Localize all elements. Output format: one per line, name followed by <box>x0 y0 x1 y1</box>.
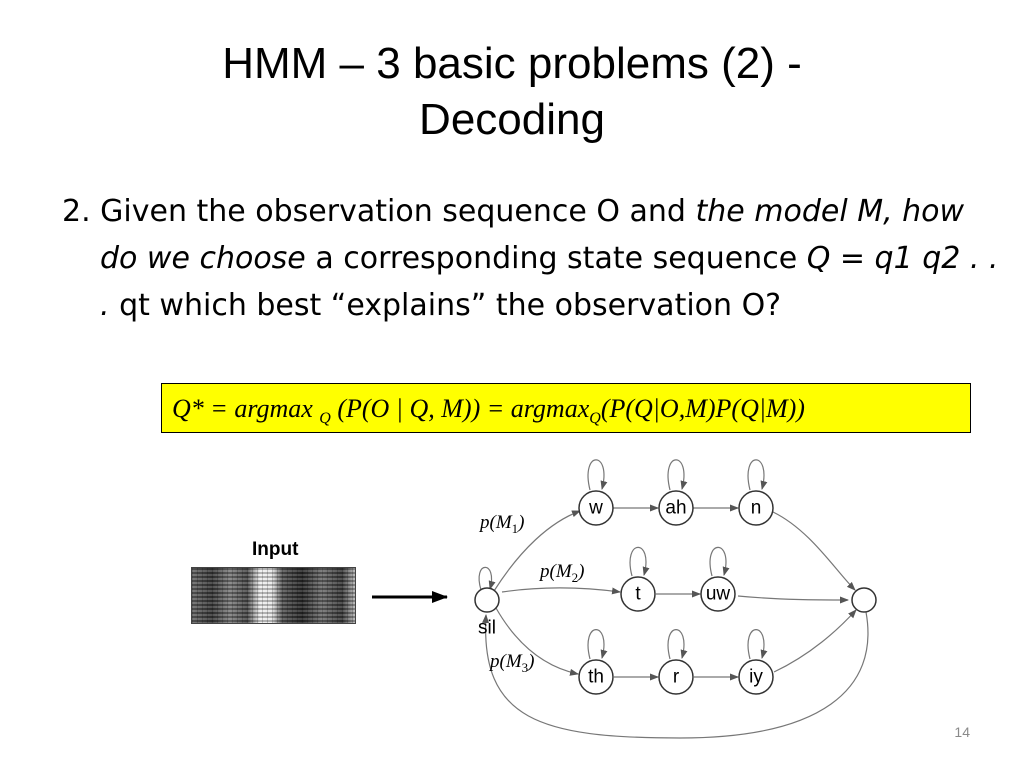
selfloop-ah <box>667 459 688 491</box>
state-ah <box>658 490 694 526</box>
formula-box: Q* = argmax Q (P(O | Q, M)) = argmaxQ(P(… <box>161 383 971 433</box>
label-n: n <box>751 498 762 519</box>
statement-italic-model: the model M, how do we choose <box>100 194 965 276</box>
state-t <box>620 576 656 612</box>
state-sil <box>474 587 500 613</box>
statement-text-3: qt which best “explains” the observation… <box>119 288 782 323</box>
statement-text-2: a corresponding state sequence <box>315 241 798 276</box>
title-line-2: Decoding <box>419 95 605 144</box>
edge-sil-t <box>501 587 621 595</box>
word-prob-2: p(M2) <box>538 561 584 585</box>
word-prob-1: p(M1) <box>478 512 524 536</box>
selfloop-w <box>587 459 608 491</box>
label-t: t <box>635 584 641 605</box>
formula-sub-2: Q <box>589 410 601 427</box>
edge-n-end <box>772 511 856 591</box>
label-w: w <box>588 498 603 519</box>
edge-iy-end <box>773 609 857 673</box>
state-uw <box>700 576 736 612</box>
bullet-number: 2. <box>62 194 91 229</box>
page-number: 14 <box>954 724 970 740</box>
state-n <box>738 490 774 526</box>
spectrogram-image <box>191 567 356 624</box>
state-end <box>851 587 877 613</box>
selfloop-r <box>667 629 688 660</box>
formula-lhs: Q* = argmax <box>172 394 313 423</box>
selfloop-iy <box>747 629 768 660</box>
selfloop-th <box>587 629 608 660</box>
selfloop-t <box>629 546 650 577</box>
state-r <box>658 659 694 695</box>
formula-rhs: (P(Q|O,M)P(Q|M)) <box>600 394 805 423</box>
slide-title: HMM – 3 basic problems (2) - Decoding <box>80 36 944 148</box>
edge-sil-w <box>493 510 581 592</box>
selfloop-n <box>747 459 768 491</box>
selfloop-sil <box>478 566 496 591</box>
label-iy: iy <box>749 667 763 688</box>
problem-statement: 2. Given the observation sequence O and … <box>62 188 1005 329</box>
edge-loop-back <box>482 611 869 739</box>
state-iy <box>738 659 774 695</box>
word-prob-3: p(M3) <box>488 651 534 675</box>
edge-sil-th <box>495 607 579 676</box>
label-r: r <box>673 667 680 688</box>
statement-text-1: Given the observation sequence O and <box>100 194 686 229</box>
formula-mid: (P(O | Q, M)) = argmax <box>337 394 590 423</box>
input-label: Input <box>252 539 299 560</box>
state-w <box>578 490 614 526</box>
label-th: th <box>588 667 604 688</box>
edge-uw-end <box>737 595 849 604</box>
state-th <box>578 659 614 695</box>
selfloop-uw <box>709 546 730 577</box>
title-line-1: HMM – 3 basic problems (2) - <box>222 39 802 88</box>
label-sil: sil <box>478 618 496 639</box>
label-ah: ah <box>665 498 686 519</box>
label-uw: uw <box>706 584 731 605</box>
formula-sub-1: Q <box>319 410 331 427</box>
statement-italic-sequence: Q = q1 q2 . . . <box>100 241 999 323</box>
